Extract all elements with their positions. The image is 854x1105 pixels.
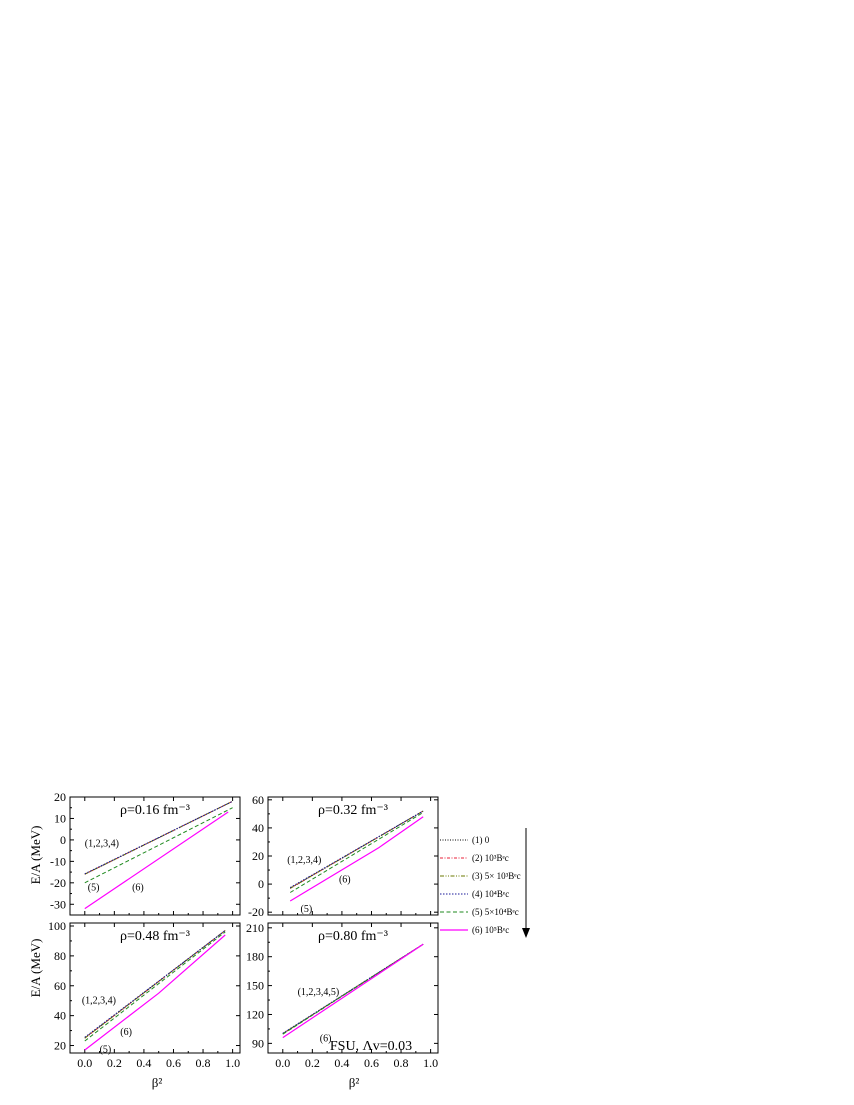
- annotation: (1,2,3,4): [287, 855, 321, 866]
- x-tick-label: 0.6: [166, 1056, 181, 1070]
- panel-title: ρ=0.16 fm⁻³: [120, 803, 190, 818]
- y-tick-label: -30: [50, 897, 66, 911]
- legend-label-1: (1) 0: [472, 835, 490, 845]
- plot-frame: [267, 922, 439, 1054]
- legend: (1) 0 (2) 10³Bᵉc (3) 5× 10³Bᵉc (4) 10⁴Bᵉc (5…: [440, 828, 530, 938]
- y-tick-label: -10: [50, 854, 66, 868]
- x-tick-label: 0.8: [394, 1056, 409, 1070]
- panel-2: -20 0 20 40 60 ρ=0.32 fm⁻³ (1,2,3,4) (6) (5): [248, 793, 439, 919]
- annotation: (6): [339, 875, 351, 886]
- x-tick-label: 0.4: [334, 1056, 349, 1070]
- panels: -30 -20 -10 0 10 20 ρ=0.16 fm⁻³ (1,2,3,4) (5) (6)…: [48, 790, 439, 1070]
- y-tick-label: 0: [60, 833, 66, 847]
- y-tick-label: 40: [54, 1009, 66, 1023]
- series-line-6: [84, 934, 226, 1051]
- x-tick-label: 1.0: [423, 1056, 438, 1070]
- series-line-4: [84, 930, 226, 1038]
- x-tick-label: 0.0: [77, 1056, 92, 1070]
- y-axis-title-bottom: E/A (MeV): [28, 939, 43, 998]
- y-tick-label: 120: [246, 1007, 264, 1021]
- legend-label-4: (4) 10⁴Bᵉc: [472, 889, 509, 899]
- legend-label-3: (3) 5× 10³Bᵉc: [472, 871, 521, 881]
- annotation: (5): [100, 1044, 112, 1055]
- x-tick-label: 0.4: [136, 1056, 151, 1070]
- panel-1: -30 -20 -10 0 10 20 ρ=0.16 fm⁻³ (1,2,3,4) (5) (6): [50, 790, 241, 916]
- panel-title: ρ=0.80 fm⁻³: [318, 929, 388, 944]
- y-tick-label: 20: [252, 849, 264, 863]
- y-tick-label: 100: [48, 919, 66, 933]
- x-tick-label: 0.6: [364, 1056, 379, 1070]
- y-tick-label: 150: [246, 979, 264, 993]
- annotation: (6): [132, 882, 144, 893]
- y-tick-label: 10: [54, 811, 66, 825]
- y-tick-label: 20: [54, 1039, 66, 1053]
- x-tick-label: 1.0: [225, 1056, 240, 1070]
- annotation: (1,2,3,4): [85, 838, 119, 849]
- panel-title: ρ=0.32 fm⁻³: [318, 803, 388, 818]
- series-line-3: [84, 930, 226, 1039]
- y-axis-title-top: E/A (MeV): [28, 826, 43, 885]
- y-tick-label: 20: [54, 790, 66, 804]
- series-line-5: [84, 931, 226, 1042]
- panel-3: 0.0 0.2 0.4 0.6 0.8 1.0 20 40 60 80 100 ρ=0.48 fm⁻³…: [48, 919, 241, 1070]
- x-tick-label: 0.2: [107, 1056, 122, 1070]
- model-note: FSU, Λv=0.03: [330, 1039, 412, 1054]
- annotation: (5): [301, 904, 313, 915]
- legend-label-6: (6) 10⁵Bᵉc: [472, 925, 509, 935]
- y-tick-label: 40: [252, 821, 264, 835]
- y-tick-label: 210: [246, 921, 264, 935]
- panel-4: 0.0 0.2 0.4 0.6 0.8 1.0 90 120 150 180 210 ρ=0.80 f…: [246, 921, 439, 1070]
- series-line-6: [84, 811, 229, 910]
- y-tick-label: 60: [54, 979, 66, 993]
- series-line-6: [289, 816, 424, 902]
- annotation: (1,2,3,4,5): [298, 987, 340, 998]
- x-tick-label: 0.2: [305, 1056, 320, 1070]
- legend-arrow-head: [522, 928, 530, 938]
- series-line-5: [84, 807, 233, 884]
- series-line-3: [289, 810, 424, 889]
- x-tick-label: 0.8: [196, 1056, 211, 1070]
- plot-frame: [69, 796, 241, 916]
- legend-label-2: (2) 10³Bᵉc: [472, 853, 509, 863]
- y-tick-label: 90: [252, 1036, 264, 1050]
- y-tick-label: 80: [54, 949, 66, 963]
- annotation: (5): [88, 882, 100, 893]
- x-axis-title-left: β²: [152, 1075, 163, 1090]
- annotation: (6): [120, 1027, 132, 1038]
- panel-title: ρ=0.48 fm⁻³: [120, 929, 190, 944]
- annotation: (1,2,3,4): [82, 996, 116, 1007]
- x-tick-label: 0.0: [275, 1056, 290, 1070]
- y-tick-label: -20: [50, 876, 66, 890]
- y-tick-label: 0: [258, 877, 264, 891]
- series-line-4: [84, 800, 233, 875]
- legend-label-5: (5) 5×10⁴Bᵉc: [472, 907, 519, 917]
- plot-frame: [69, 922, 241, 1054]
- y-tick-label: -20: [248, 905, 264, 919]
- series-line-6: [282, 943, 424, 1039]
- annotation: (6): [320, 1033, 332, 1044]
- y-tick-label: 180: [246, 950, 264, 964]
- series-line-5: [289, 812, 424, 893]
- x-axis-title-right: β²: [349, 1075, 360, 1090]
- y-tick-label: 60: [252, 793, 264, 807]
